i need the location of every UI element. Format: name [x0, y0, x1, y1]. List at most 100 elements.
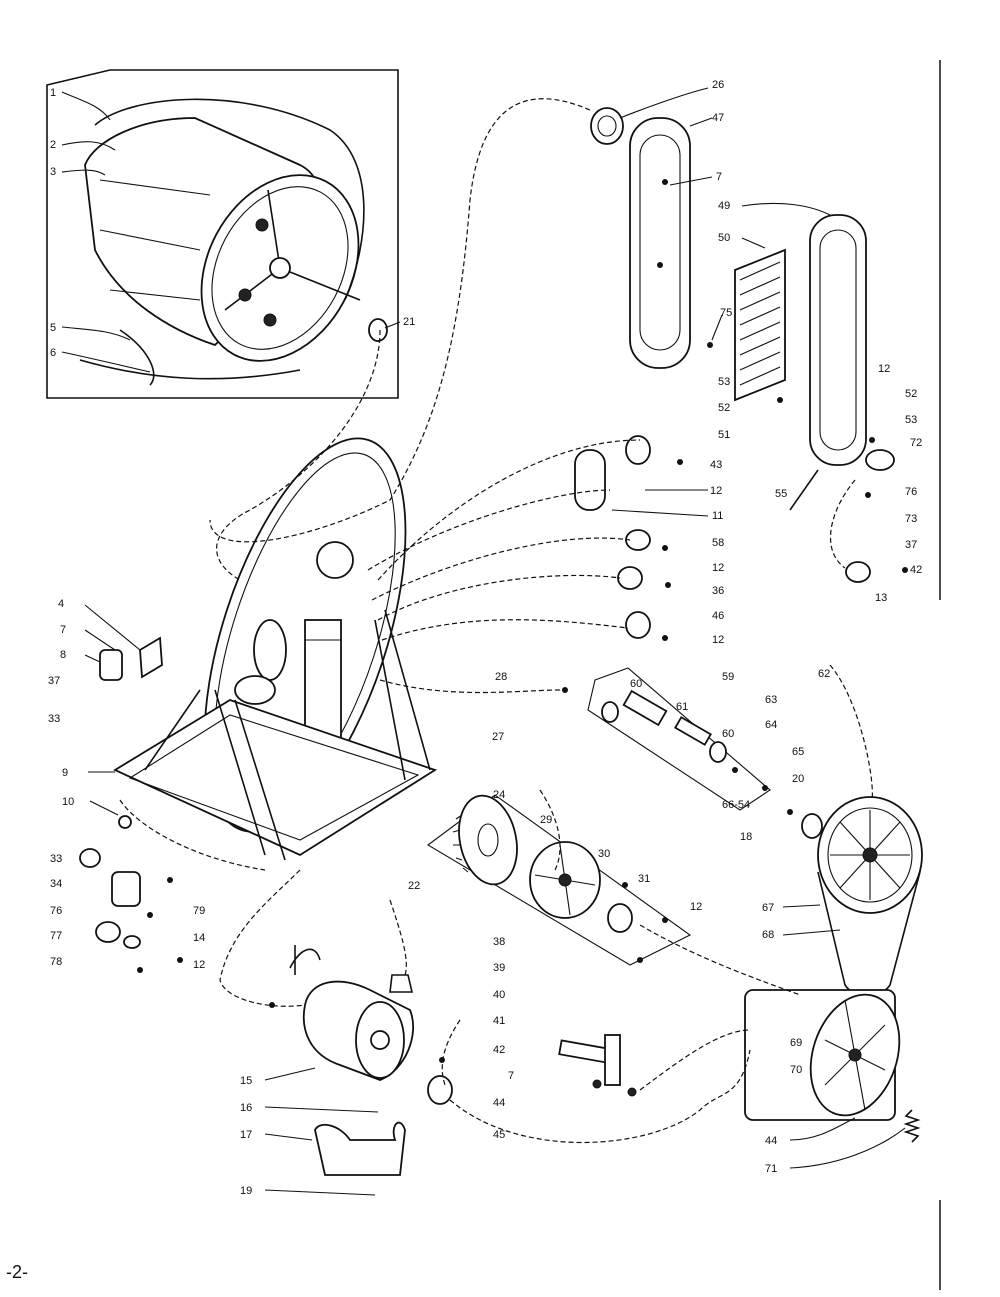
drum-felt: [79, 359, 301, 380]
heater-duct-inner: [639, 134, 681, 351]
callout-79: 79: [193, 905, 205, 917]
callout-45: 45: [493, 1129, 505, 1141]
idler-shaft: [674, 716, 712, 746]
part-4-bracket: [139, 636, 163, 679]
part-37-thermostat: [845, 561, 871, 583]
callout-64: 64: [765, 719, 777, 731]
part-46-thermostat: [625, 611, 651, 639]
screw: [439, 1057, 445, 1063]
heater-element: [734, 248, 786, 402]
leader-69: [639, 1029, 751, 1091]
part-34-switch: [111, 871, 141, 907]
leader-45: [449, 1049, 751, 1143]
drum-assembly: [46, 69, 399, 399]
callout-7a: 7: [716, 171, 722, 183]
part-8-switch: [99, 649, 123, 681]
callout-17: 17: [240, 1129, 252, 1141]
tick-7b: [84, 629, 116, 651]
callout-4: 4: [58, 598, 64, 610]
idler-arm-group: [558, 1034, 637, 1097]
part-71-spring: [903, 1109, 921, 1143]
heater-assembly: [590, 107, 895, 583]
drum-hub: [269, 257, 291, 279]
callout-7c: 7: [508, 1070, 514, 1082]
callout-51: 51: [718, 429, 730, 441]
screw: [777, 397, 783, 403]
pulley-hub: [862, 847, 878, 863]
base-frame: [113, 699, 438, 857]
callout-37a: 37: [905, 539, 917, 551]
callout-14: 14: [193, 932, 205, 944]
tick-1: [61, 91, 111, 121]
callout-28: 28: [495, 671, 507, 683]
callout-73: 73: [905, 513, 917, 525]
door-switch-group: [79, 636, 163, 949]
screw: [177, 957, 183, 963]
sensor-parts: [574, 435, 651, 639]
leader-27: [539, 789, 561, 871]
screw: [869, 437, 875, 443]
callout-63: 63: [765, 694, 777, 706]
callout-5: 5: [50, 322, 56, 334]
callout-10: 10: [62, 796, 74, 808]
screw: [787, 809, 793, 815]
leader-22: [389, 899, 407, 976]
tick-26: [619, 87, 709, 119]
part-36-thermostat: [617, 566, 643, 590]
drum-rear-rim: [211, 186, 349, 350]
callout-9: 9: [62, 767, 68, 779]
callout-44a: 44: [493, 1097, 505, 1109]
callout-53a: 53: [718, 376, 730, 388]
drum-belt-group: [744, 989, 921, 1143]
heater-housing-inner: [819, 229, 857, 451]
part-30-bearing: [607, 903, 633, 933]
leader-43: [377, 439, 641, 581]
callout-29: 29: [540, 814, 552, 826]
screw: [562, 687, 568, 693]
bulkhead-opening: [234, 675, 276, 705]
callout-ticks: [61, 87, 906, 1196]
drum-spider-arm: [267, 189, 281, 269]
callout-30: 30: [598, 848, 610, 860]
callout-38: 38: [493, 936, 505, 948]
drum-rib: [99, 229, 201, 251]
callout-42b: 42: [493, 1044, 505, 1056]
callout-75: 75: [720, 307, 732, 319]
screw: [622, 882, 628, 888]
part-22-clip-b: [389, 974, 414, 993]
tick-8: [84, 654, 101, 663]
screw: [665, 582, 671, 588]
tick-50: [741, 237, 766, 249]
heater-housing: [809, 214, 867, 466]
screw: [902, 567, 908, 573]
callout-11: 11: [712, 510, 723, 522]
frame-brace: [144, 689, 201, 771]
part-72-bracket: [865, 449, 895, 471]
screw: [137, 967, 143, 973]
callout-36: 36: [712, 585, 724, 597]
callout-61: 61: [676, 701, 688, 713]
part-43-fuse: [625, 435, 651, 465]
drum-bolt: [255, 218, 269, 232]
leader-58: [371, 537, 631, 601]
part-65-washer: [801, 813, 823, 839]
callout-40: 40: [493, 989, 505, 1001]
callout-72: 72: [910, 437, 922, 449]
part-11-cover: [574, 449, 606, 511]
bulkhead-opening: [253, 619, 287, 681]
callout-27: 27: [492, 731, 504, 743]
callout-12f: 12: [193, 959, 205, 971]
callout-65: 65: [792, 746, 804, 758]
drum-rib: [109, 289, 201, 301]
screw: [762, 785, 768, 791]
drum-felt-strip: [119, 329, 155, 386]
leader-62: [829, 664, 873, 801]
motor-group: [289, 945, 453, 1176]
screw: [662, 179, 668, 185]
tick-75: [711, 314, 723, 341]
idler-group-frame: [587, 667, 771, 811]
leader-37: [830, 479, 856, 569]
leveling-foot: [118, 815, 132, 829]
blower-group: [427, 794, 692, 966]
callout-33b: 33: [50, 853, 62, 865]
